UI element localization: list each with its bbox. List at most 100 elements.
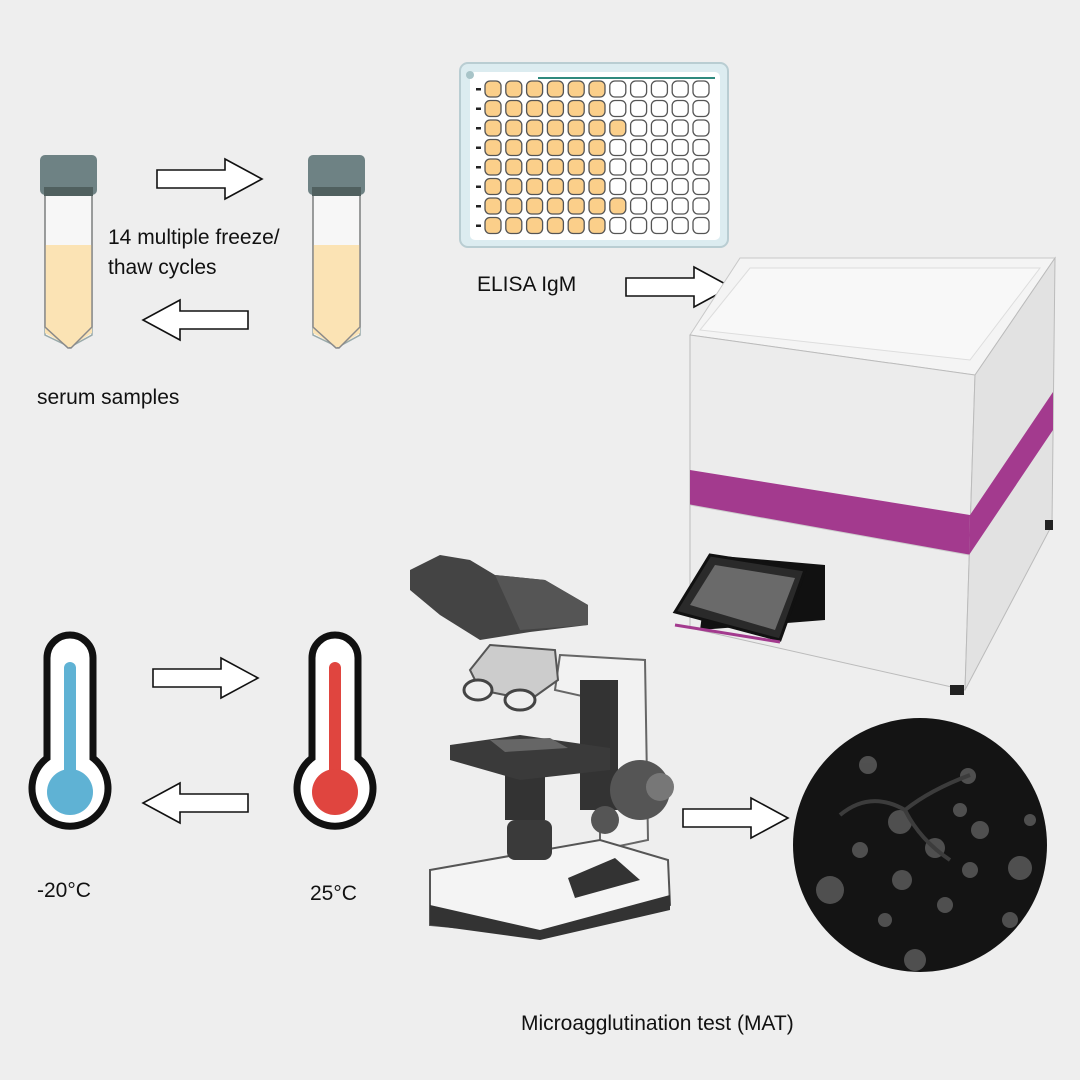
elisa-plate: [459, 62, 729, 248]
plate-well: [609, 177, 627, 196]
plate-well: [546, 99, 565, 118]
plate-well: [546, 158, 565, 176]
plate-well: [567, 197, 585, 215]
agglutinate-blob: [859, 756, 877, 774]
agglutinate-blob: [816, 876, 844, 904]
agglutinate-blob: [1024, 814, 1036, 826]
plate-well: [484, 158, 502, 176]
plate-well: [692, 216, 710, 235]
agglutinate-blob: [953, 803, 967, 817]
plate-well: [567, 138, 585, 157]
plate-well: [525, 158, 544, 176]
plate-well: [546, 80, 565, 98]
plate-well: [692, 197, 710, 215]
plate-well: [567, 80, 585, 98]
plate-well: [546, 119, 565, 137]
plate-well: [650, 158, 669, 176]
agglutinate-blob: [878, 913, 892, 927]
plate-well: [588, 80, 606, 98]
agglutinate-blob: [892, 870, 912, 890]
plate-well: [525, 197, 544, 215]
plate-well: [629, 177, 648, 196]
row-marker: [476, 224, 481, 227]
agglutinate-blob: [1008, 856, 1032, 880]
plate-well: [609, 99, 627, 118]
plate-well: [588, 138, 606, 157]
plate-well: [567, 99, 585, 118]
agglutinate-blob: [1002, 912, 1018, 928]
plate-well: [588, 119, 606, 137]
plate-well: [671, 158, 689, 176]
arrow-right-icon: [156, 158, 263, 200]
agglutinate-blob: [937, 897, 953, 913]
warm-temperature-label: 25°C: [310, 882, 357, 905]
plate-well: [692, 119, 710, 137]
plate-well: [671, 177, 689, 196]
plate-well: [650, 80, 669, 98]
plate-well: [629, 80, 648, 98]
plate-well: [567, 177, 585, 196]
plate-well: [525, 99, 544, 118]
plate-well: [609, 216, 627, 235]
plate-well: [650, 216, 669, 235]
plate-well: [629, 99, 648, 118]
plate-well: [484, 99, 502, 118]
plate-well: [650, 119, 669, 137]
freeze-thaw-label: 14 multiple freeze/: [108, 226, 280, 249]
plate-well: [525, 216, 544, 235]
agglutinate-blob: [852, 842, 868, 858]
plate-well: [609, 197, 627, 215]
plate-well: [525, 80, 544, 98]
plate-well: [588, 99, 606, 118]
plate-well: [505, 80, 523, 98]
plate-well: [650, 177, 669, 196]
plate-well: [671, 99, 689, 118]
plate-well: [567, 119, 585, 137]
row-marker: [476, 166, 481, 169]
plate-well: [609, 158, 627, 176]
plate-well: [484, 197, 502, 215]
plate-well: [505, 197, 523, 215]
row-marker: [476, 185, 481, 188]
plate-well: [484, 80, 502, 98]
plate-well: [692, 158, 710, 176]
arrow-left-icon: [142, 782, 249, 824]
plate-well: [629, 119, 648, 137]
plate-well: [505, 138, 523, 157]
plate-well: [588, 177, 606, 196]
plate-well: [692, 99, 710, 118]
plate-well: [650, 197, 669, 215]
arrow-left-icon: [142, 299, 249, 341]
thermometer-warm-icon: [297, 635, 373, 826]
plate-well: [629, 138, 648, 157]
serum-tube-right: [307, 154, 366, 349]
freeze-thaw-label-2: thaw cycles: [108, 256, 217, 279]
plate-well: [484, 177, 502, 196]
plate-well: [692, 138, 710, 157]
row-marker: [476, 146, 481, 149]
row-marker: [476, 107, 481, 110]
plate-well: [484, 216, 502, 235]
plate-well: [671, 216, 689, 235]
mat-label: Microagglutination test (MAT): [521, 1012, 794, 1035]
plate-well: [629, 216, 648, 235]
plate-well: [525, 138, 544, 157]
plate-well: [505, 99, 523, 118]
plate-well: [567, 216, 585, 235]
plate-well: [525, 177, 544, 196]
agglutinate-blob: [904, 949, 926, 971]
plate-well: [505, 216, 523, 235]
plate-well: [671, 119, 689, 137]
plate-well: [588, 158, 606, 176]
plate-well: [546, 216, 565, 235]
plate-well: [588, 197, 606, 215]
arrow-right-icon: [152, 657, 259, 699]
plate-well: [629, 158, 648, 176]
agglutinate-blob: [971, 821, 989, 839]
plate-well: [505, 158, 523, 176]
row-marker: [476, 88, 481, 91]
plate-well: [609, 80, 627, 98]
microscope: [410, 555, 674, 940]
arrow-right-icon: [682, 797, 789, 839]
serum-samples-label: serum samples: [37, 386, 179, 409]
